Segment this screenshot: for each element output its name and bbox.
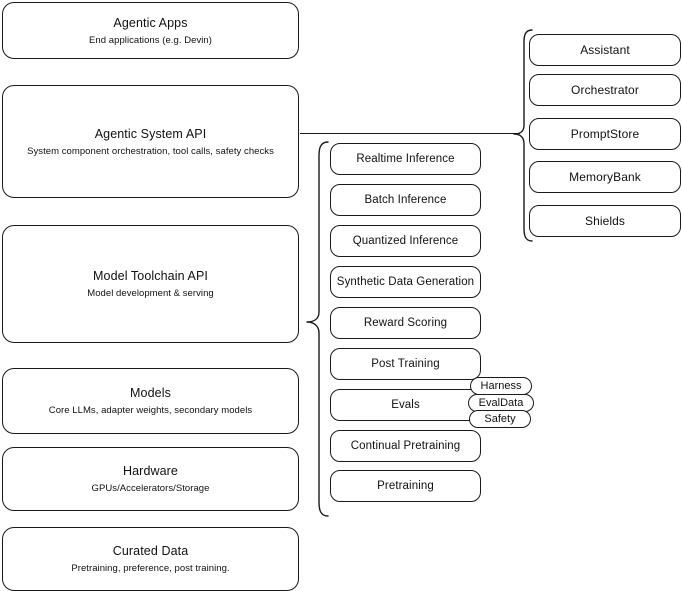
toolchain-item-label: Quantized Inference [352, 235, 459, 247]
layer-subtitle: Pretraining, preference, post training. [71, 563, 230, 574]
brace-model-toolchain [304, 140, 330, 518]
layer-hardware[interactable]: Hardware GPUs/Accelerators/Storage [2, 447, 299, 511]
layer-title: Hardware [123, 464, 178, 478]
toolchain-item-label: Continual Pretraining [350, 440, 461, 452]
system-component-label: Orchestrator [571, 83, 639, 97]
layer-subtitle: Model development & serving [87, 288, 214, 299]
layer-agentic-apps[interactable]: Agentic Apps End applications (e.g. Devi… [2, 2, 299, 59]
toolchain-item-label: Batch Inference [364, 194, 447, 206]
system-component-label: MemoryBank [569, 170, 641, 184]
system-component-label: Shields [584, 214, 626, 228]
system-component-memorybank[interactable]: MemoryBank [529, 161, 681, 193]
toolchain-item-realtime-inference[interactable]: Realtime Inference [330, 143, 481, 175]
toolchain-item-post-training[interactable]: Post Training [330, 348, 481, 380]
toolchain-item-pretraining[interactable]: Pretraining [330, 470, 481, 502]
evals-tag-label: EvalData [478, 397, 524, 409]
layer-subtitle: End applications (e.g. Devin) [89, 34, 212, 46]
layer-title: Curated Data [112, 544, 189, 558]
toolchain-item-reward-scoring[interactable]: Reward Scoring [330, 307, 481, 339]
layer-title: Models [130, 386, 171, 400]
toolchain-item-label: Synthetic Data Generation [336, 276, 475, 288]
layer-subtitle: Core LLMs, adapter weights, secondary mo… [48, 405, 253, 416]
layer-model-toolchain-api[interactable]: Model Toolchain API Model development & … [2, 225, 299, 343]
system-component-orchestrator[interactable]: Orchestrator [529, 74, 681, 106]
toolchain-item-label: Post Training [371, 358, 440, 370]
connector-line-system-api [300, 133, 520, 134]
toolchain-item-continual-pretraining[interactable]: Continual Pretraining [330, 430, 481, 462]
layer-models[interactable]: Models Core LLMs, adapter weights, secon… [2, 368, 299, 434]
layer-curated-data[interactable]: Curated Data Pretraining, preference, po… [2, 527, 299, 591]
toolchain-item-label: Reward Scoring [363, 317, 448, 329]
system-component-shields[interactable]: Shields [529, 205, 681, 237]
toolchain-item-label: Evals [391, 399, 420, 411]
system-component-label: Assistant [580, 43, 630, 57]
toolchain-item-batch-inference[interactable]: Batch Inference [330, 184, 481, 216]
toolchain-item-evals[interactable]: Evals [330, 389, 481, 421]
system-component-promptstore[interactable]: PromptStore [529, 118, 681, 150]
system-component-assistant[interactable]: Assistant [529, 34, 681, 66]
evals-tag-safety[interactable]: Safety [469, 410, 531, 428]
evals-tag-harness[interactable]: Harness [470, 377, 532, 395]
layer-title: Model Toolchain API [93, 269, 208, 283]
layer-title: Agentic Apps [113, 15, 188, 30]
toolchain-item-label: Pretraining [377, 480, 434, 492]
layer-agentic-system-api[interactable]: Agentic System API System component orch… [2, 85, 299, 198]
system-component-label: PromptStore [570, 127, 640, 141]
toolchain-item-label: Realtime Inference [356, 153, 455, 165]
evals-tag-label: Harness [480, 380, 522, 392]
layer-title: Agentic System API [94, 126, 207, 141]
evals-tag-label: Safety [484, 413, 516, 425]
layer-subtitle: GPUs/Accelerators/Storage [91, 483, 210, 494]
layer-subtitle: System component orchestration, tool cal… [27, 145, 274, 157]
evals-tag-evaldata[interactable]: EvalData [468, 394, 534, 412]
toolchain-item-quantized-inference[interactable]: Quantized Inference [330, 225, 481, 257]
toolchain-item-synthetic-data-generation[interactable]: Synthetic Data Generation [330, 266, 481, 298]
